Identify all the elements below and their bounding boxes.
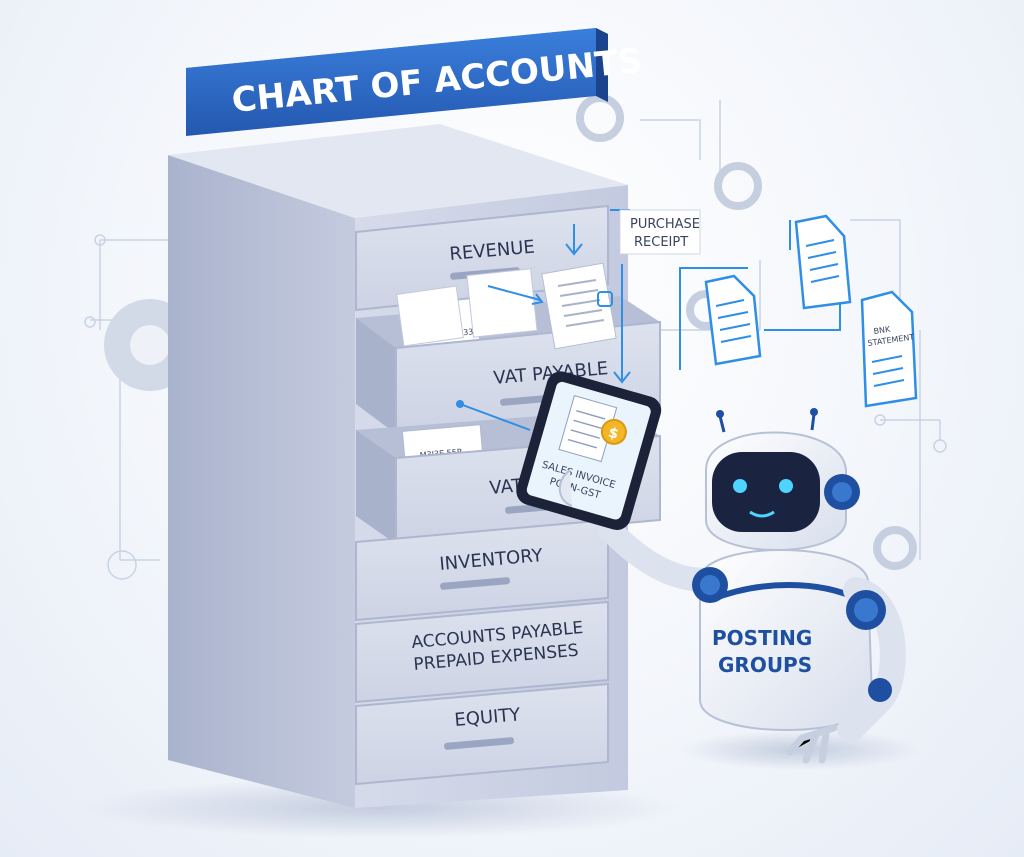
drawer-handle [440,577,510,590]
callout-line1: PURCHASE [630,217,700,232]
callout-line2: RECEIPT [634,235,688,250]
chart-of-accounts-banner: CHART OF ACCOUNTS [186,28,644,136]
robot-hand [558,469,573,507]
robot-eye [779,479,793,493]
document-icon [704,274,762,366]
background-circuit [84,100,947,580]
robot-label-line1: POSTING [712,626,812,650]
drawer-handle [444,737,514,750]
drawer-equity[interactable]: EQUITY [355,682,609,786]
robot-eye [733,479,747,493]
document-icon [794,214,852,310]
coin-icon [600,418,627,445]
bank-statement-document: BNK STATEMENT [860,290,918,408]
receipt-stack [396,262,617,350]
robot: POSTING GROUPS [565,408,920,770]
robot-shadow [680,730,920,770]
bank-statement-line1: BNK [873,325,892,336]
robot-label-line2: GROUPS [718,653,812,677]
robot-face-screen [712,452,820,532]
tablet: $ SALES INVOICE PCHN-GST [516,371,662,530]
drawer-inventory[interactable]: INVENTORY [355,518,609,622]
coin-symbol: $ [606,425,620,443]
purchase-receipt-callout: PURCHASE RECEIPT [619,209,701,255]
drawer-accounts-payable[interactable]: ACCOUNTS PAYABLE PREPAID EXPENSES [355,600,609,704]
